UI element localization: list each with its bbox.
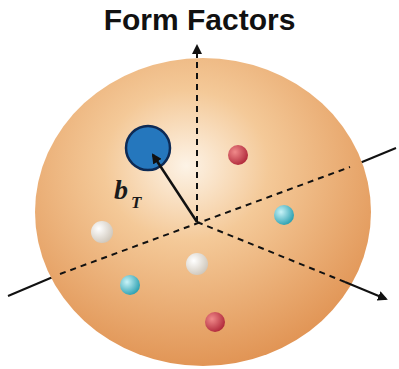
- axis-dashed: [197, 222, 345, 282]
- parton-ball: [120, 275, 140, 295]
- parton-ball: [274, 205, 294, 225]
- parton-ball: [205, 312, 225, 332]
- axis-arrow: [345, 282, 386, 299]
- parton-ball: [186, 253, 208, 275]
- vector-symbol: b: [114, 176, 128, 204]
- vector-subscript: T: [131, 194, 141, 211]
- axis-dashed: [196, 58, 198, 222]
- parton-ball: [91, 221, 113, 243]
- position-arrow: [153, 155, 197, 222]
- struck-parton: [126, 126, 170, 170]
- axis-arrow: [196, 46, 198, 58]
- axis-dashed: [60, 167, 350, 274]
- parton-ball: [228, 145, 248, 165]
- diagram-title: Form Factors: [0, 2, 399, 38]
- proton-body: [35, 58, 371, 366]
